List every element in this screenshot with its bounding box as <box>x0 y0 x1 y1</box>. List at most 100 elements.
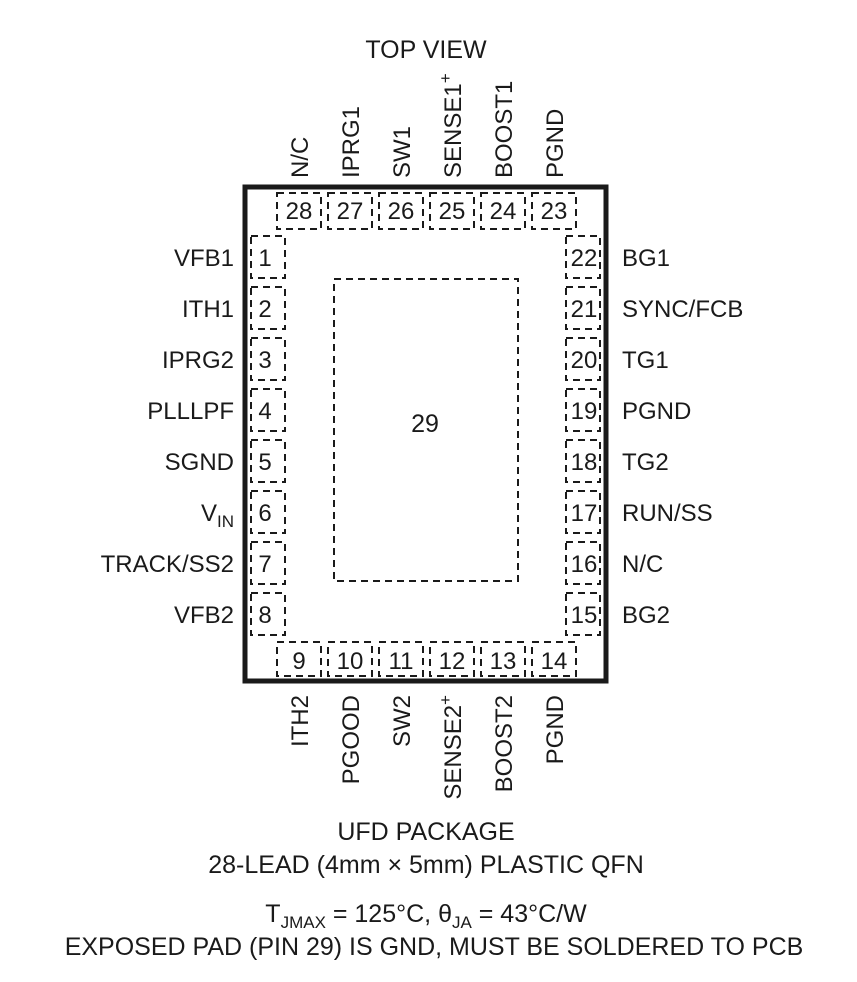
pin-label-ith1: ITH1 <box>182 296 234 323</box>
pin-number: 17 <box>571 500 598 527</box>
pin-label-sense2: SENSE2+ <box>436 695 467 800</box>
pin-16: 16 N/C <box>565 541 663 585</box>
tjmax-subscript: JMAX <box>281 913 326 932</box>
pin-6: 6 VIN <box>201 490 286 534</box>
pin-name-text: PGND <box>622 398 691 425</box>
pin-name-text: TRACK/SS2 <box>101 551 234 578</box>
pin-number: 3 <box>258 347 271 374</box>
pin-label-bg1: BG1 <box>622 245 670 272</box>
pin-label-vfb1: VFB1 <box>174 245 234 272</box>
pin-label-pgnd: PGND <box>542 109 569 178</box>
pin-number: 2 <box>258 296 271 323</box>
pin-pad <box>250 541 286 585</box>
pin-name-text: RUN/SS <box>622 500 713 527</box>
pin-label-tg1: TG1 <box>622 347 669 374</box>
pin-name-text: ITH1 <box>182 296 234 323</box>
left-pins: 1VFB12ITH13IPRG24PLLLPF5SGND6VIN7TRACK/S… <box>101 235 286 636</box>
pin-name-text: BOOST1 <box>491 81 518 178</box>
pin-name-superscript: + <box>436 73 455 83</box>
pin-pad <box>565 235 601 279</box>
pin-pad <box>276 192 322 230</box>
pin-number: 9 <box>292 648 305 675</box>
pin-pad <box>565 337 601 381</box>
pin-number: 16 <box>571 551 598 578</box>
pin-name-text: IPRG1 <box>338 106 365 178</box>
pin-label-pgnd: PGND <box>542 695 569 764</box>
pin-name-text: SGND <box>165 449 234 476</box>
pin-number: 18 <box>571 449 598 476</box>
pin-number: 24 <box>490 198 517 225</box>
pin-pad <box>250 235 286 279</box>
pin-label-sense1: SENSE1+ <box>436 73 467 178</box>
thermal-specs: TJMAX = 125°C, θJA = 43°C/W <box>265 900 587 932</box>
pin-name-text: N/C <box>622 551 663 578</box>
pin-name-text: ITH2 <box>287 695 314 747</box>
pin-label-boost2: BOOST2 <box>491 695 518 792</box>
pin-number: 11 <box>389 648 414 675</box>
pin-number: 23 <box>541 198 568 225</box>
pin-number: 1 <box>258 245 271 272</box>
pin-name-text: SYNC/FCB <box>622 296 743 323</box>
pin-pad <box>565 439 601 483</box>
pin-number: 22 <box>571 245 598 272</box>
pin-label-run-ss: RUN/SS <box>622 500 713 527</box>
pin-number: 27 <box>337 198 364 225</box>
pin-name-subscript: IN <box>217 512 234 531</box>
pin-label-n-c: N/C <box>622 551 663 578</box>
pin-number: 15 <box>571 602 598 629</box>
pin-name-text: TG2 <box>622 449 669 476</box>
pin-name-text: SENSE1 <box>440 83 467 178</box>
pin-20: 20 TG1 <box>565 337 669 381</box>
pin-number: 26 <box>388 198 415 225</box>
pin-number: 20 <box>571 347 598 374</box>
pin-pad <box>531 641 577 677</box>
pin-name-text: PGOOD <box>338 695 365 784</box>
exposed-pad <box>333 278 519 582</box>
pin-2: 2 ITH1 <box>182 286 286 330</box>
pin-pad <box>327 192 373 230</box>
pin-name-text: PGND <box>542 109 569 178</box>
pin-name-text: BG1 <box>622 245 670 272</box>
pin-pad <box>378 192 424 230</box>
pin-pad <box>250 592 286 636</box>
pin-name-text: V <box>201 500 217 527</box>
pin-name-text: PLLLPF <box>147 398 234 425</box>
pin-label-iprg1: IPRG1 <box>338 106 365 178</box>
pin-27: 27 IPRG1 <box>327 106 373 230</box>
pin-pad <box>378 641 424 677</box>
pin-number: 7 <box>258 551 271 578</box>
pin-label-pgnd: PGND <box>622 398 691 425</box>
pin-number: 6 <box>258 500 271 527</box>
pin-name-text: SW2 <box>389 695 416 747</box>
pin-label-bg2: BG2 <box>622 602 670 629</box>
pin-name-text: N/C <box>287 137 314 178</box>
pin-name-text: VFB1 <box>174 245 234 272</box>
pin-label-plllpf: PLLLPF <box>147 398 234 425</box>
pin-name-text: SW1 <box>389 126 416 178</box>
pin-24: 24 BOOST1 <box>480 81 526 230</box>
pin-pad <box>565 592 601 636</box>
pin-label-vin: VIN <box>201 500 234 531</box>
pin-label-track-ss2: TRACK/SS2 <box>101 551 234 578</box>
theta-symbol: θ <box>438 900 452 928</box>
pin-pad <box>429 192 475 230</box>
pin-number: 21 <box>571 296 598 323</box>
pin-21: 21 SYNC/FCB <box>565 286 743 330</box>
pin-22: 22 BG1 <box>565 235 670 279</box>
pin-label-tg2: TG2 <box>622 449 669 476</box>
pin-label-sgnd: SGND <box>165 449 234 476</box>
pin-number: 12 <box>439 648 466 675</box>
tjmax-value: = 125°C, <box>326 900 438 928</box>
pin-label-sw2: SW2 <box>389 695 416 747</box>
pin-pad <box>565 388 601 432</box>
package-description: 28-LEAD (4mm × 5mm) PLASTIC QFN <box>208 851 644 879</box>
pin-name-text: PGND <box>542 695 569 764</box>
exposed-pad-number: 29 <box>411 410 439 438</box>
pin-23: 23 PGND <box>531 109 577 230</box>
